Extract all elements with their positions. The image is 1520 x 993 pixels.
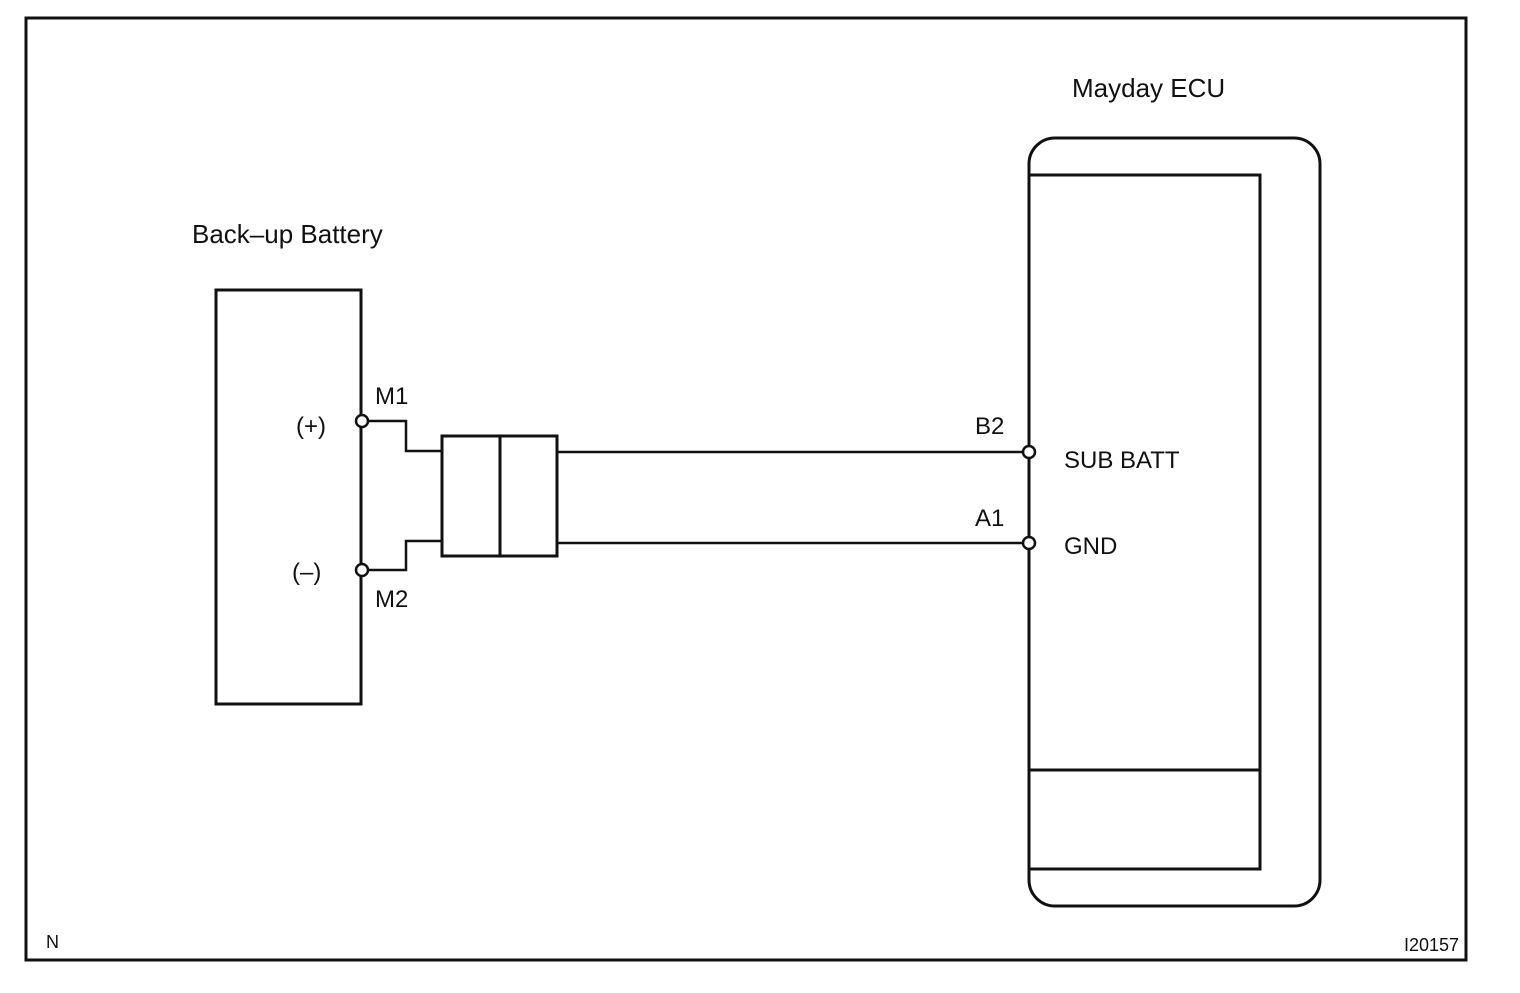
wire-m1-to-connector (368, 419, 442, 453)
battery-box (214, 288, 363, 706)
pin-m1-label: M1 (375, 383, 408, 410)
ecu-sub-batt-label: SUB BATT (1064, 447, 1180, 474)
terminal-b2 (1021, 444, 1037, 460)
ecu-title: Mayday ECU (1072, 73, 1225, 103)
terminal-m1 (354, 413, 370, 429)
terminal-m2 (354, 562, 370, 578)
battery-plus-label: (+) (296, 413, 326, 440)
terminal-a1 (1021, 535, 1037, 551)
pin-a1-label: A1 (975, 505, 1004, 532)
ecu-inner-box (1027, 173, 1262, 871)
diagram-frame (24, 16, 1468, 962)
ecu-outer-box (1027, 136, 1322, 908)
corner-code-left: N (46, 932, 59, 952)
ecu-gnd-label: GND (1064, 533, 1117, 560)
pin-b2-label: B2 (975, 413, 1004, 440)
battery-minus-label: (–) (292, 559, 321, 586)
pin-m2-label: M2 (375, 586, 408, 613)
wire-m2-to-connector (368, 539, 442, 572)
corner-code-right: I20157 (1404, 935, 1459, 955)
battery-title: Back–up Battery (192, 219, 383, 249)
